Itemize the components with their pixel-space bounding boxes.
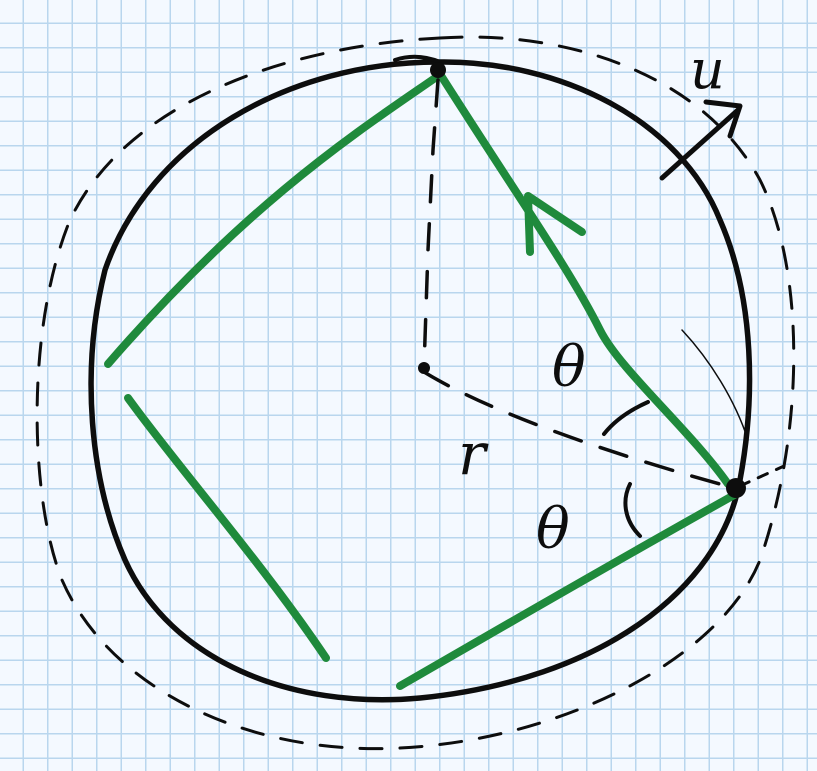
- velocity-arrow-shaft: [659, 107, 741, 181]
- top-vertex-point: [430, 62, 446, 78]
- dashed-extension: [738, 464, 786, 488]
- path-left-lower-edge: [124, 394, 330, 662]
- velocity-label: u: [690, 38, 725, 101]
- center-point: [418, 362, 430, 374]
- boundary-overshoot: [393, 54, 442, 64]
- radius-label: r: [458, 420, 489, 488]
- right-vertex-point: [726, 478, 746, 498]
- dashed-radius-vertical: [422, 78, 440, 370]
- boundary-circle: [88, 59, 753, 703]
- path-right-top-edge: [436, 70, 732, 488]
- path-bottom-right-edge: [396, 490, 740, 690]
- dashed-outer-circle: [35, 35, 796, 751]
- path-direction-arrow: [524, 192, 586, 256]
- velocity-arrow-head: [703, 99, 743, 139]
- angle-arc-lower: [623, 482, 642, 538]
- angle-arc-upper: [602, 400, 650, 436]
- tangent-line: [681, 329, 749, 441]
- path-top-left-edge: [104, 72, 442, 368]
- dashed-radius-to-vertex: [422, 370, 736, 490]
- angle-label-upper: θ: [552, 335, 586, 400]
- angle-label-lower: θ: [536, 497, 570, 562]
